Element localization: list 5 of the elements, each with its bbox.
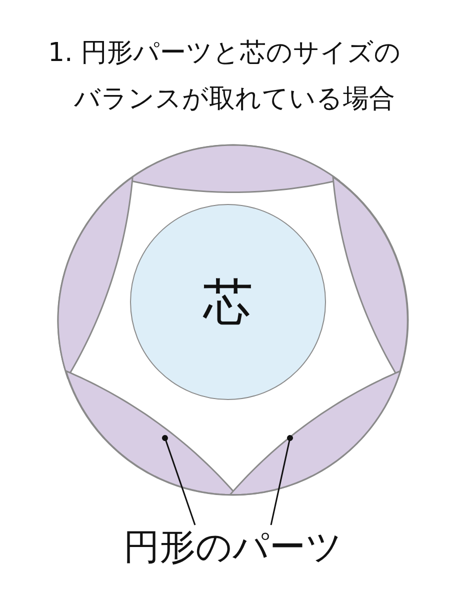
leader-line	[270, 435, 293, 526]
core-label: 芯	[203, 272, 253, 332]
title: 1. 円形パーツと芯のサイズのバランスが取れている場合	[48, 37, 402, 116]
leader-line	[162, 435, 196, 526]
part-label: 円形のパーツ	[100, 522, 366, 572]
